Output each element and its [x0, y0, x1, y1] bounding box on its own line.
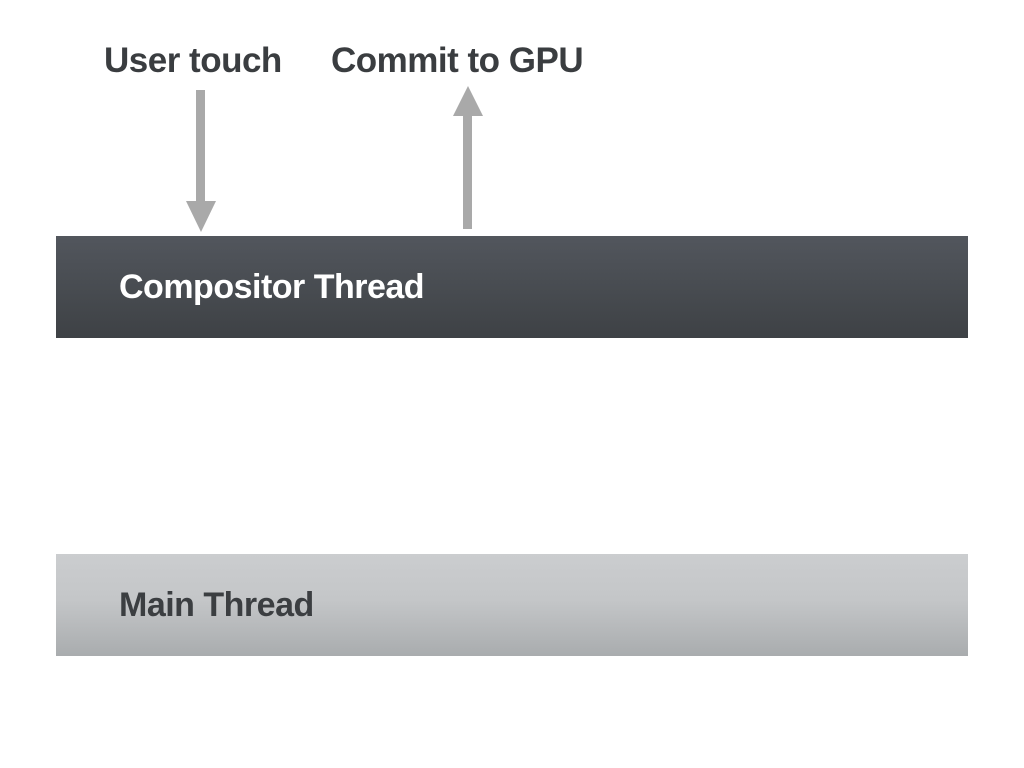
main-thread-label: Main Thread	[119, 585, 314, 624]
compositor-thread-bar: Compositor Thread	[56, 236, 968, 338]
main-thread-bar: Main Thread	[56, 554, 968, 656]
compositor-thread-label: Compositor Thread	[119, 267, 425, 306]
commit-to-gpu-label: Commit to GPU	[331, 41, 584, 80]
user-touch-label: User touch	[104, 41, 282, 80]
user-touch-arrowhead-down-icon	[186, 201, 216, 232]
commit-to-gpu-arrow-up-icon	[463, 114, 472, 229]
user-touch-arrow-down-icon	[196, 90, 205, 203]
commit-to-gpu-arrowhead-up-icon	[453, 86, 483, 116]
